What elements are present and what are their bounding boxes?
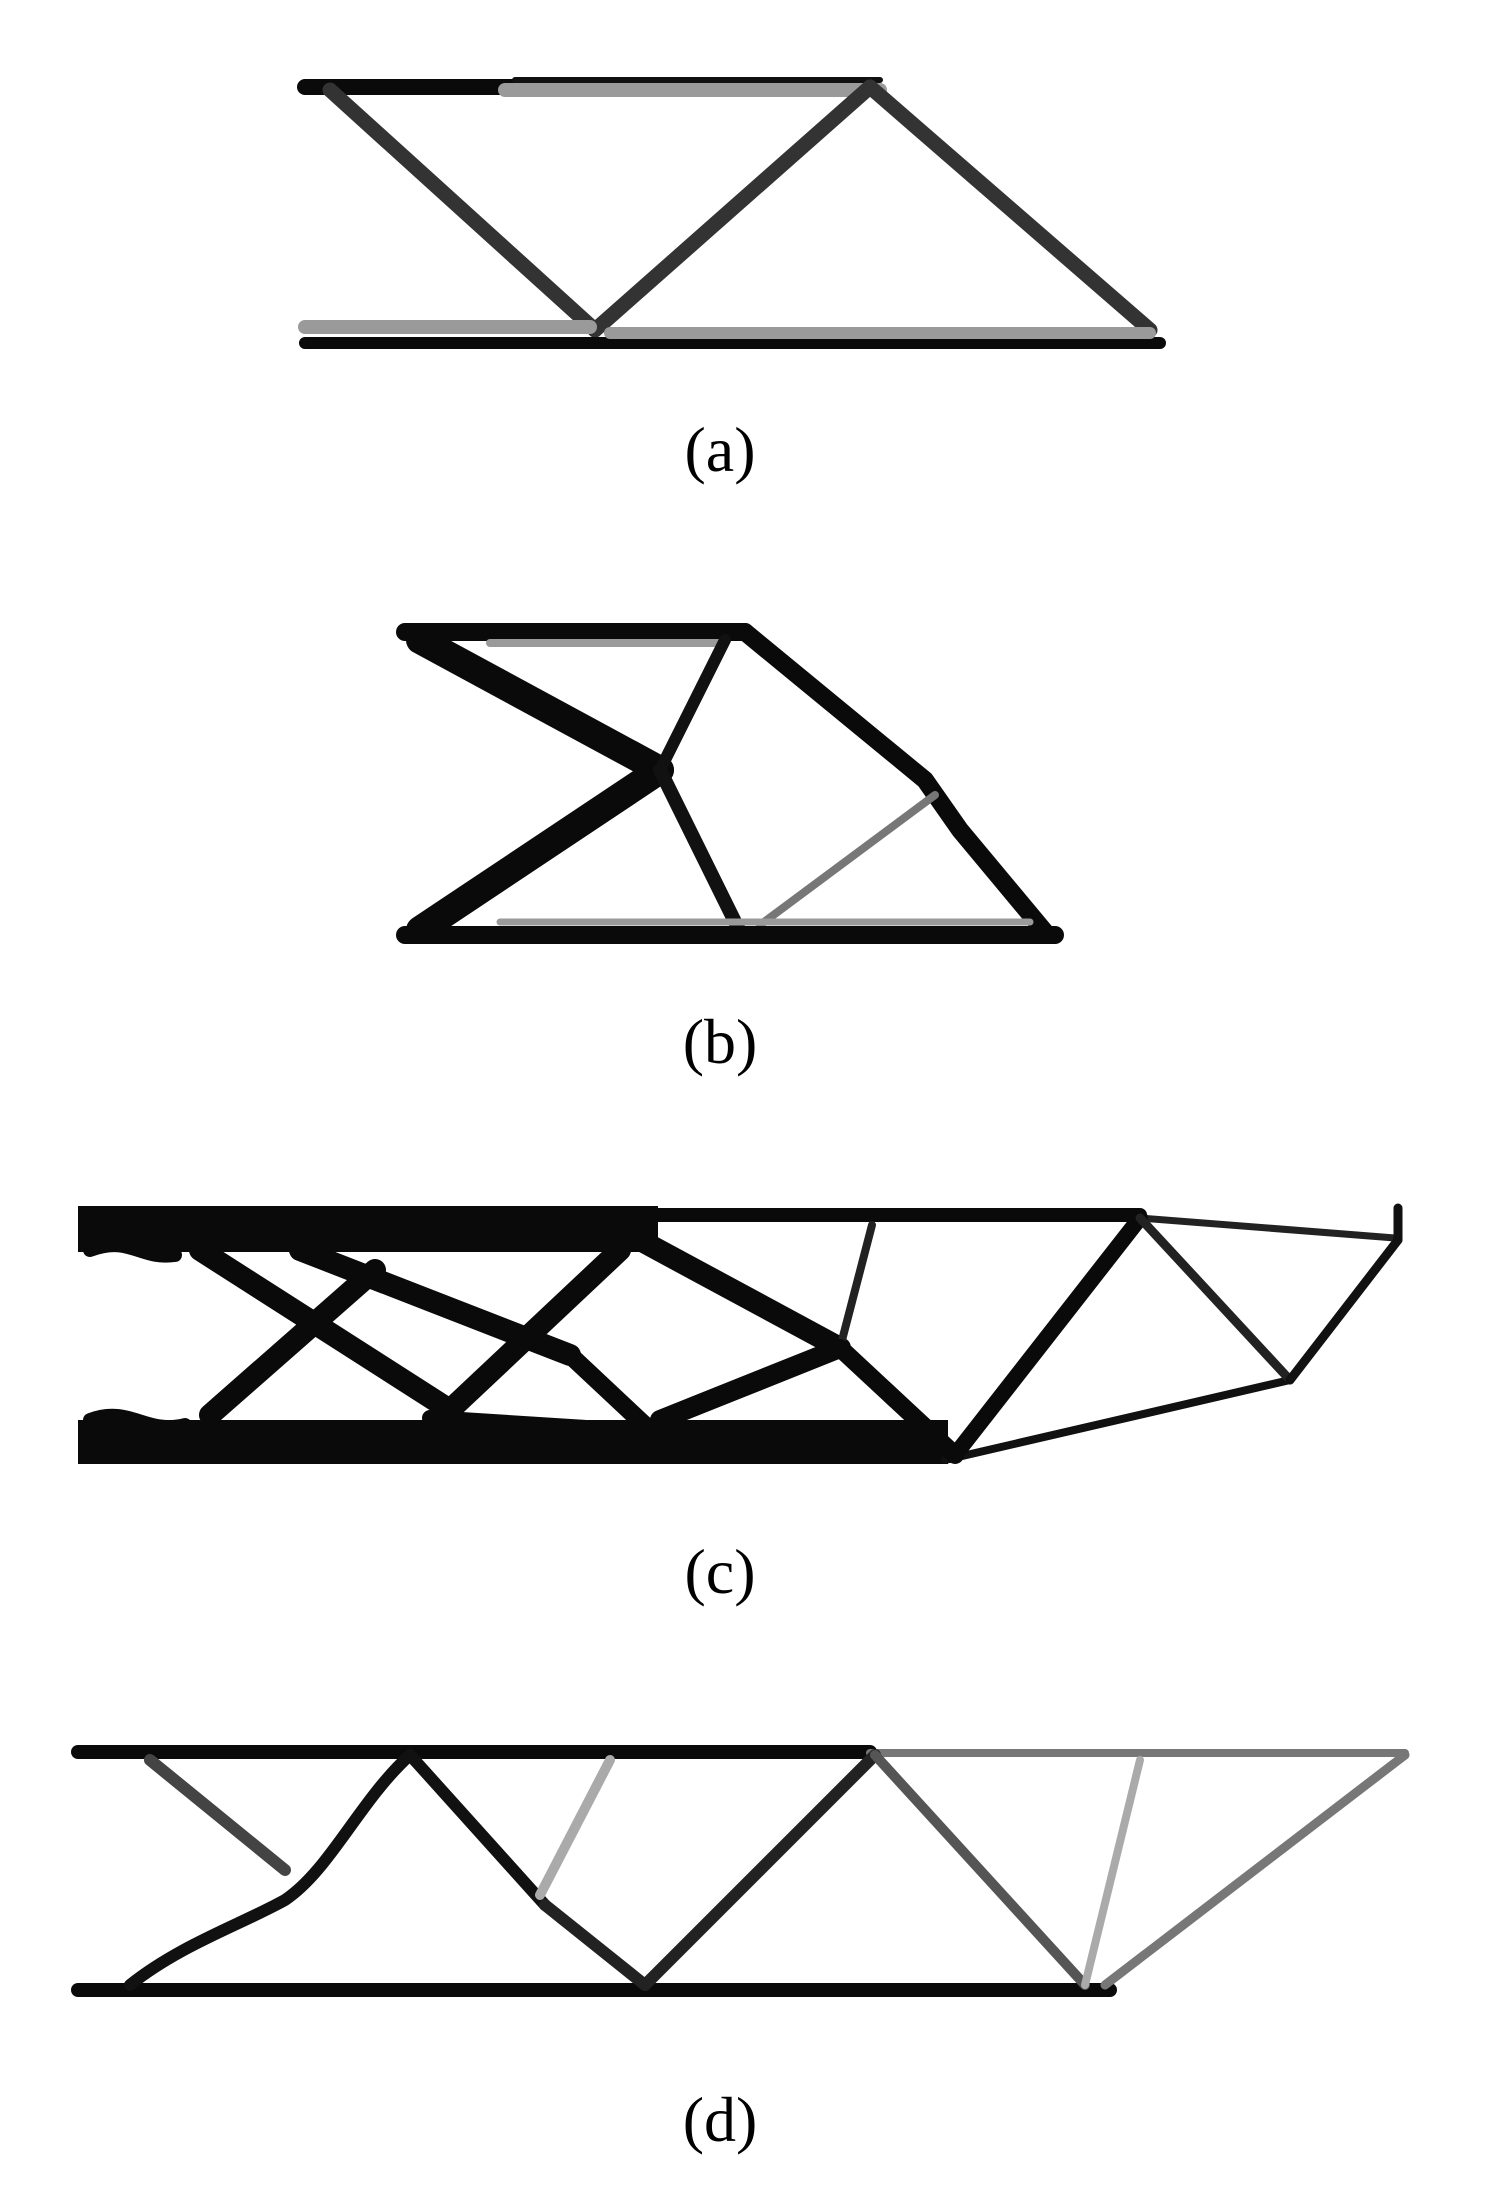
panel-c-structure: [78, 1203, 1403, 1464]
panel-a-left-diagonal: [322, 82, 603, 338]
panel-d-diag-1: [144, 1754, 291, 1876]
panel-c-diag-7: [650, 1338, 850, 1430]
panel-c-bottom-chord-right: [941, 1376, 1294, 1464]
panel-d-diag-6: [1100, 1750, 1410, 1990]
panel-c-diag-1: [189, 1239, 461, 1421]
panel-c-diag-6: [629, 1229, 851, 1359]
panel-d-structure: [71, 1745, 1410, 1997]
panel-c-top-chord-heavy: [78, 1206, 658, 1252]
panel-a-middle-diagonal: [587, 79, 878, 338]
panel-b-structure: [396, 623, 1064, 944]
panel-d-light-web-1: [535, 1755, 615, 1900]
panel-c-diag-9: [947, 1210, 1148, 1463]
panel-label-b: (b): [682, 1006, 758, 1077]
panel-b-lower-left-diagonal: [406, 756, 674, 944]
panel-c-diag-8: [831, 1339, 964, 1464]
panel-d-diag-2: [404, 1749, 551, 1911]
panel-c-web-1: [836, 1221, 876, 1352]
panel-a-structure: [297, 77, 1166, 349]
panel-label-c: (c): [684, 1536, 756, 1607]
panel-b-outer-arch: [736, 623, 1054, 941]
panel-d-curved-diag: [124, 1749, 416, 1991]
panel-c-diag-5: [561, 1346, 659, 1439]
panel-b-light-brace: [756, 791, 939, 929]
panel-b-lower-web: [653, 763, 747, 939]
panel-a-right-diagonal: [862, 79, 1158, 338]
panel-b-upper-web: [654, 634, 731, 776]
panel-d-light-web-2: [1081, 1756, 1144, 1989]
panel-c-diag-4: [439, 1239, 631, 1421]
panel-c-diag-2: [199, 1259, 386, 1426]
panel-d-diag-5: [870, 1750, 1090, 1990]
panel-d-diag-4: [639, 1749, 881, 1991]
panel-c-left-notch-top: [83, 1238, 182, 1263]
panel-label-d: (d): [682, 2084, 758, 2155]
panel-c-bottom-chord-taper: [422, 1410, 908, 1456]
panel-label-a: (a): [684, 414, 756, 485]
panel-d-diag-3: [539, 1899, 651, 1991]
panel-c-end-post: [1285, 1235, 1403, 1385]
panel-c-top-chord-right: [1136, 1214, 1399, 1242]
panel-c-left-notch-bottom: [83, 1408, 192, 1434]
panel-b-upper-left-diagonal: [406, 626, 674, 784]
panel-c-diag-10: [1135, 1213, 1295, 1385]
